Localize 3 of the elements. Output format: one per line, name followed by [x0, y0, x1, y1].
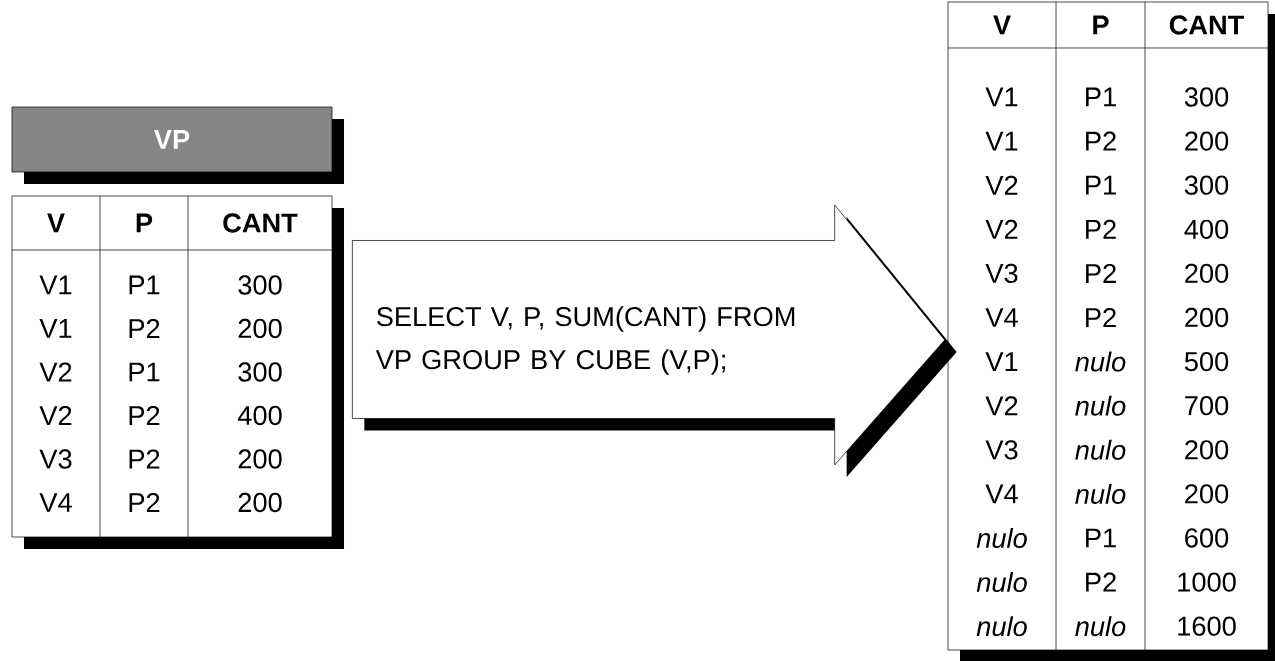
edge-label: SELECT V, P, SUM(CANT) FROM VP GROUP BY CUBE (V,P); — [375, 306, 795, 375]
block-arrow — [352, 204, 957, 477]
title-bar: VP — [11, 106, 344, 184]
